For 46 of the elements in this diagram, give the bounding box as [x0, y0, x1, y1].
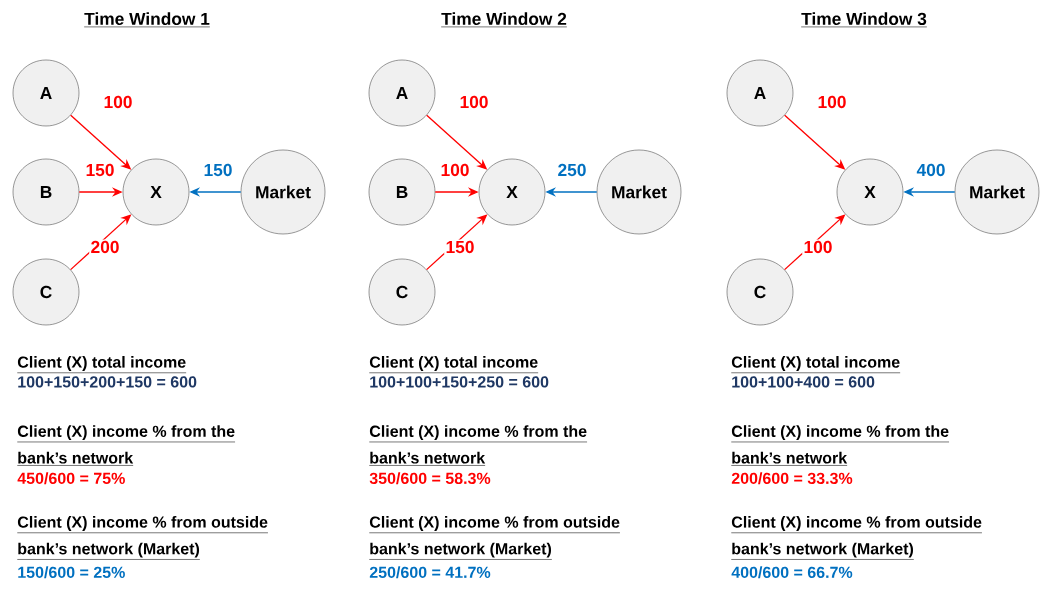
edge-label: 150 [202, 162, 234, 178]
circle-node: A [12, 59, 80, 127]
heading-text: Client (X) income % from outside bank’s network (Market) [731, 516, 983, 560]
circle-node: C [726, 258, 794, 326]
heading-text: Client (X) income % from outside bank’s network (Market) [369, 516, 621, 560]
heading-text: Client (X) total income [369, 356, 539, 374]
edge-label: 200 [89, 239, 121, 255]
edge-label: 250 [556, 162, 588, 178]
circle-node: Market [596, 149, 682, 235]
circle-node: X [122, 158, 190, 226]
edge-label: 150 [444, 239, 476, 255]
circle-node: A [368, 59, 436, 127]
circle-node: Market [954, 149, 1040, 235]
value-text: 400/600 = 66.7% [731, 566, 853, 579]
value-text: 250/600 = 41.7% [369, 566, 491, 579]
circle-node: C [12, 258, 80, 326]
heading-text: Client (X) income % from the bank’s network [17, 425, 236, 466]
heading-text: Client (X) income % from the bank’s network [731, 425, 950, 466]
circle-node: Market [240, 149, 326, 235]
circle-node: B [12, 158, 80, 226]
heading-text: Client (X) income % from the bank’s network [369, 425, 588, 466]
value-text: 150/600 = 25% [18, 566, 125, 579]
edge-label: 150 [84, 162, 116, 178]
circle-node: B [368, 158, 436, 226]
circle-node: X [836, 158, 904, 226]
edge-label: 400 [915, 162, 947, 178]
panel-title: Time Window 1 [83, 12, 211, 28]
value-text: 350/600 = 58.3% [369, 472, 491, 485]
heading-text: Client (X) total income [17, 356, 187, 374]
value-text: 100+100+150+250 = 600 [370, 376, 549, 388]
edge-label: 100 [816, 94, 848, 110]
panel-title: Time Window 2 [440, 12, 568, 28]
value-text: 200/600 = 33.3% [731, 472, 853, 485]
value-text: 100+150+200+150 = 600 [18, 376, 197, 388]
edge-label: 100 [439, 162, 471, 178]
value-text: 450/600 = 75% [17, 472, 125, 485]
edge-label: 100 [102, 94, 134, 110]
heading-text: Client (X) total income [731, 356, 901, 374]
edge-label: 100 [458, 94, 490, 110]
circle-node: C [368, 258, 436, 326]
edge-label: 100 [802, 239, 834, 255]
panel-title: Time Window 3 [800, 12, 928, 28]
circle-node: X [478, 158, 546, 226]
circle-node: A [726, 59, 794, 127]
value-text: 100+100+400 = 600 [732, 376, 875, 388]
heading-text: Client (X) income % from outside bank’s network (Market) [17, 516, 269, 560]
